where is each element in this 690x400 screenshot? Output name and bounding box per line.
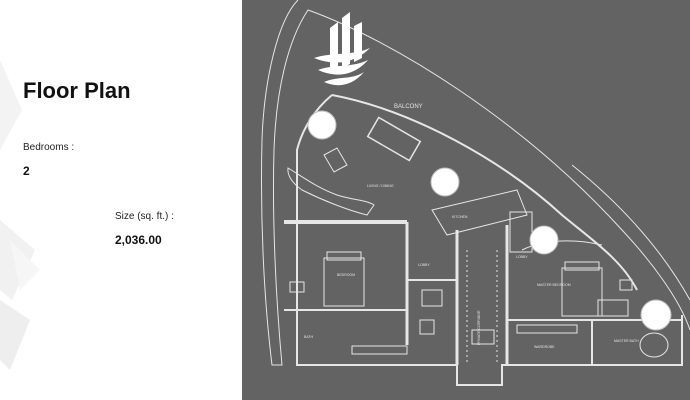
kitchen-label: KITCHEN: [452, 215, 468, 219]
wardrobe-label: WARDROBE: [534, 345, 555, 349]
floor-plan-drawing: BALCONY LIVING / DINING KITCHEN BEDROOM …: [260, 0, 690, 386]
page-title: Floor Plan: [23, 78, 131, 103]
info-panel: Floor Plan Bedrooms : 2 Size (sq. ft.) :…: [0, 0, 242, 400]
balcony-outline: [260, 0, 690, 366]
bedroom-label: BEDROOM: [337, 273, 355, 277]
column-light: [307, 110, 337, 140]
lobby-label-2: LOBBY: [516, 255, 528, 259]
column-light: [529, 225, 559, 255]
bedrooms-value: 2: [23, 164, 30, 178]
decorative-facets: [0, 60, 40, 370]
corridor-label: PRIVATE CORRIDOR: [477, 310, 481, 345]
developer-logo: [314, 12, 370, 86]
bedrooms-label: Bedrooms :: [23, 142, 75, 153]
lobby-label: LOBBY: [418, 263, 430, 267]
column-light: [640, 299, 672, 331]
floor-plan-image: BALCONY LIVING / DINING KITCHEN BEDROOM …: [242, 0, 690, 400]
bath-label: BATH: [304, 335, 314, 339]
size-value: 2,036.00: [115, 233, 162, 247]
master-bath-label: MASTER BATH: [614, 339, 639, 343]
outer-wall: [296, 94, 683, 386]
master-bedroom-label: MASTER BEDROOM: [537, 283, 571, 287]
size-label: Size (sq. ft.) :: [115, 211, 174, 222]
balcony-label: BALCONY: [394, 104, 423, 110]
column-light: [430, 167, 460, 197]
living-dining-label: LIVING / DINING: [367, 184, 394, 188]
